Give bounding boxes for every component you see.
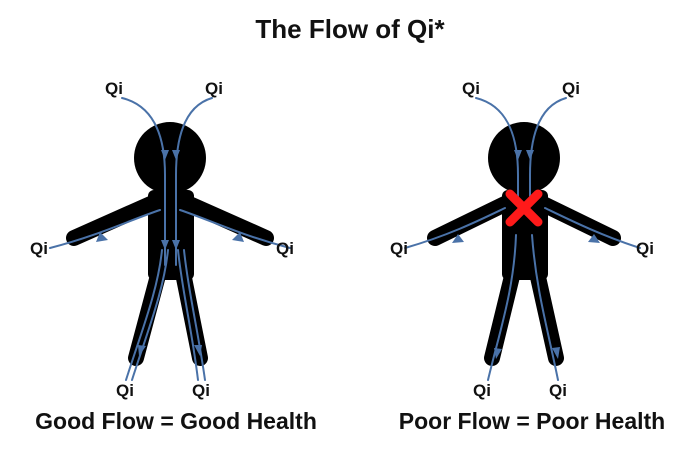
qi-labels: Qi Qi Qi Qi Qi Qi [390,79,654,400]
qi-label-top-right: Qi [205,79,223,98]
qi-flow-lines [404,97,641,381]
poor-flow-caption: Poor Flow = Poor Health [398,408,666,434]
good-flow-caption: Good Flow = Good Health [35,408,317,434]
good-flow-figure: Qi Qi Qi Qi Qi Qi [30,79,294,400]
qi-label-left: Qi [390,239,408,258]
qi-label-bottom-right: Qi [549,381,567,400]
figure-body [427,122,621,366]
qi-flow-lines [49,97,291,381]
qi-label-bottom-right: Qi [192,381,210,400]
qi-label-top-right: Qi [562,79,580,98]
blockage-x-icon [505,189,543,227]
qi-label-top-left: Qi [462,79,480,98]
diagram-title: The Flow of Qi* [255,14,445,44]
qi-label-bottom-left: Qi [473,381,491,400]
qi-labels: Qi Qi Qi Qi Qi Qi [30,79,294,400]
qi-label-left: Qi [30,239,48,258]
qi-label-right: Qi [276,239,294,258]
poor-flow-figure: Qi Qi Qi Qi Qi Qi [390,79,654,400]
qi-label-top-left: Qi [105,79,123,98]
qi-label-bottom-left: Qi [116,381,134,400]
qi-label-right: Qi [636,239,654,258]
